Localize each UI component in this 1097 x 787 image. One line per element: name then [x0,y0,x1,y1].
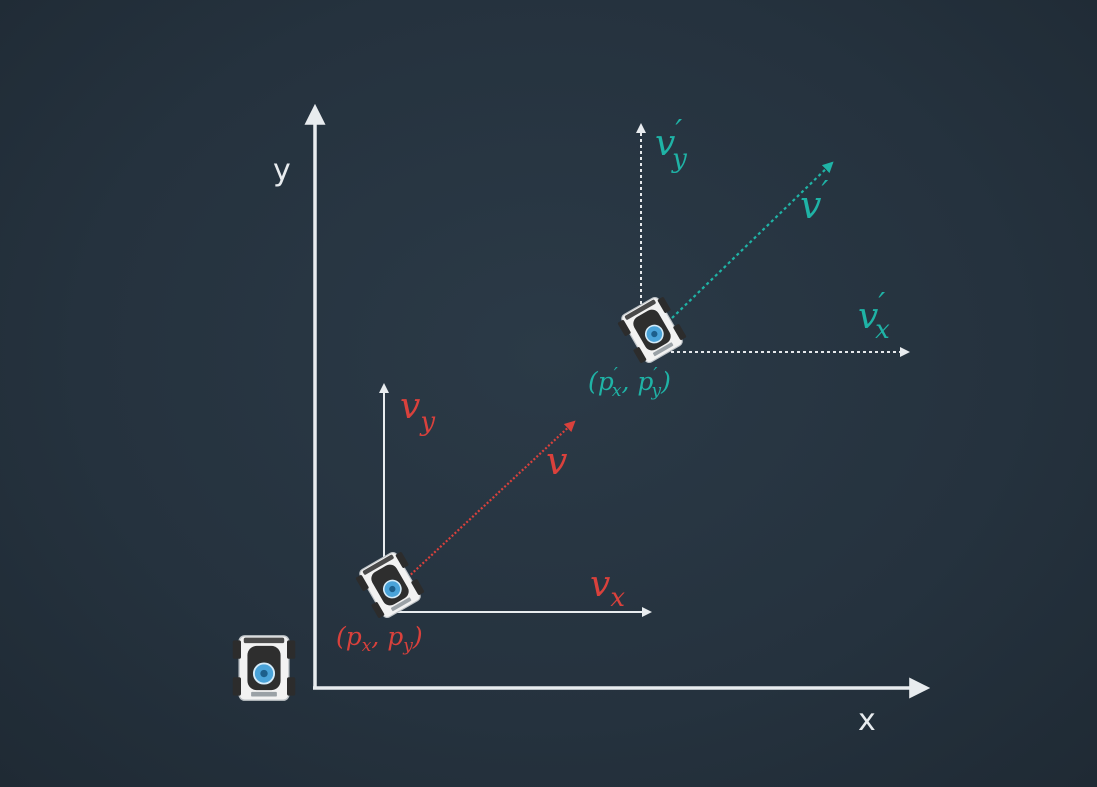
robot-car-icon [352,547,428,623]
robot-car-icon [614,292,690,368]
vx-prime-label: v′x [858,287,890,345]
robot-car-icon [231,634,297,702]
vy-label: vy [400,386,435,437]
vx-label: vx [590,564,625,613]
vy-prime-label: v′y [655,114,687,174]
position-prime-label: (p′x, p′y) [588,364,671,401]
x-axis-label: x [858,703,876,738]
y-axis-label: y [273,153,291,188]
velocity-label: v [546,439,568,483]
velocity-prime-label: v′ [800,175,828,227]
velocity-arrow [404,420,576,581]
velocity-prime-arrow [671,161,834,319]
position-label: (px, py) [336,622,423,656]
